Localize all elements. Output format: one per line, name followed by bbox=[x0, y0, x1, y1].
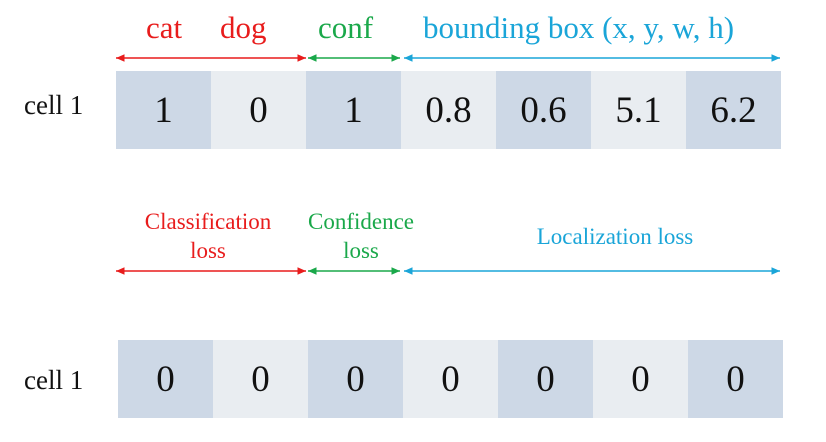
row1-cell-x: 0.8 bbox=[401, 71, 496, 149]
row1-cell-y: 0.6 bbox=[496, 71, 591, 149]
row1-cell-h: 6.2 bbox=[686, 71, 781, 149]
row1-cells: 1 0 1 0.8 0.6 5.1 6.2 bbox=[116, 71, 781, 149]
row2-cell-conf: 0 bbox=[308, 340, 403, 418]
row2-label: cell 1 bbox=[24, 365, 84, 395]
row1-cell-cat: 1 bbox=[116, 71, 211, 149]
row2-cell-h: 0 bbox=[688, 340, 783, 418]
dog-label: dog bbox=[220, 10, 267, 45]
classification-loss-line1: Classification bbox=[144, 209, 272, 234]
confidence-loss-label: Confidence loss bbox=[297, 208, 425, 266]
row2-cell-dog: 0 bbox=[213, 340, 308, 418]
row1-cell-dog: 0 bbox=[211, 71, 306, 149]
classification-loss-label: Classification loss bbox=[133, 208, 283, 266]
bounding-box-label: bounding box (x, y, w, h) bbox=[423, 10, 735, 45]
confidence-loss-line2: loss bbox=[343, 237, 379, 263]
cat-label: cat bbox=[146, 10, 183, 45]
row2-cell-w: 0 bbox=[593, 340, 688, 418]
row2-cell-cat: 0 bbox=[118, 340, 213, 418]
row2-cell-y: 0 bbox=[498, 340, 593, 418]
row2-cell-x: 0 bbox=[403, 340, 498, 418]
localization-loss-label: Localization loss bbox=[536, 224, 694, 249]
row1-cell-conf: 1 bbox=[306, 71, 401, 149]
conf-label: conf bbox=[318, 10, 374, 45]
confidence-loss-line1: Confidence bbox=[307, 209, 414, 234]
classification-loss-line2: loss bbox=[190, 237, 226, 263]
row1-cell-w: 5.1 bbox=[591, 71, 686, 149]
row2-cells: 0 0 0 0 0 0 0 bbox=[118, 340, 783, 418]
row1-label: cell 1 bbox=[24, 90, 84, 120]
